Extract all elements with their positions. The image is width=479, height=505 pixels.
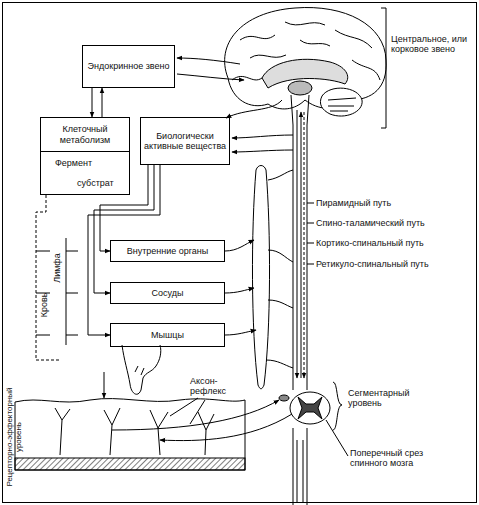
- pathway-label: Ретикуло-спинальный путь: [316, 259, 429, 269]
- fluid-label: Лимфа: [52, 253, 62, 283]
- pressure-arrow: [104, 372, 105, 398]
- skin-base: [15, 458, 245, 470]
- organ-box: Мышцы: [110, 323, 225, 347]
- sympathetic-trunk: [252, 166, 269, 389]
- pathway-line: [304, 112, 305, 378]
- leader-line: [170, 398, 205, 424]
- hand: [122, 345, 161, 394]
- box-term: Фермент: [55, 158, 92, 168]
- pathway-label: Пирамидный путь: [316, 198, 391, 208]
- brain-arrow: [177, 58, 240, 64]
- bracket: [333, 382, 342, 430]
- system-box: Эндокринное звено: [82, 45, 175, 88]
- nerve-fibres: [55, 408, 214, 455]
- brain-arrow: [177, 74, 244, 80]
- connector-arrow: [92, 88, 93, 117]
- spinal-ganglion: [279, 395, 289, 401]
- pathway-line: [301, 112, 302, 378]
- pathway-label: Спино-таламический путь: [316, 218, 425, 228]
- cord-arrow: [232, 150, 293, 152]
- pathway-line: [297, 440, 303, 502]
- box-title: Биологически активные вещества: [143, 131, 227, 152]
- callout-label: Поперечный срез спинного мозга: [350, 448, 460, 469]
- level-label: Центральное, или корковое звено: [391, 34, 476, 55]
- leader-line: [326, 420, 348, 456]
- cord-arrow: [232, 135, 293, 138]
- pathway-ticks: [307, 203, 314, 264]
- trunk-to-cord: [266, 170, 293, 368]
- box-title: Внутренние органы: [127, 246, 209, 256]
- skin: [15, 399, 245, 470]
- organ-box: Внутренние органы: [110, 240, 225, 262]
- connector-arrow: [102, 88, 103, 117]
- cerebellum: [320, 88, 362, 116]
- metabolism-box: Клеточный метаболизмФермент субстрат: [40, 117, 130, 195]
- box-term: субстрат: [77, 178, 114, 188]
- organ-fibres: [225, 240, 254, 251]
- pathway-line: [297, 110, 298, 378]
- box-title: Клеточный метаболизм: [41, 118, 129, 152]
- callout-label: Аксон-рефлекс: [190, 376, 234, 397]
- fluid-bracket: [66, 238, 78, 345]
- grey-matter: [298, 397, 322, 419]
- bracket: [381, 8, 386, 128]
- efferent-fibre: [160, 414, 292, 441]
- brain: [225, 8, 387, 109]
- frame: [3, 3, 477, 503]
- level-label: Сегментарный уровень: [348, 388, 428, 409]
- cord-cross-section: [290, 392, 330, 424]
- pathway-label: Кортико-спинальный путь: [316, 238, 424, 248]
- fluid-bracket: [36, 251, 50, 335]
- thalamus: [288, 81, 312, 95]
- brain-arrow: [226, 100, 282, 118]
- box-title: Эндокринное звено: [88, 61, 170, 71]
- spinal-cord: [291, 95, 309, 505]
- organ-box: Сосуды: [110, 282, 225, 304]
- organ-fibres: [225, 330, 256, 335]
- box-title: Мышцы: [151, 330, 184, 340]
- level-label: Рецепторно-эффекторный уровень: [5, 387, 23, 487]
- system-box: Биологически активные вещества: [140, 117, 230, 165]
- organ-fibres: [225, 288, 254, 293]
- fluid-label: Кровь: [39, 293, 49, 318]
- box-title: Сосуды: [152, 288, 184, 298]
- connector-arrow: [100, 165, 148, 251]
